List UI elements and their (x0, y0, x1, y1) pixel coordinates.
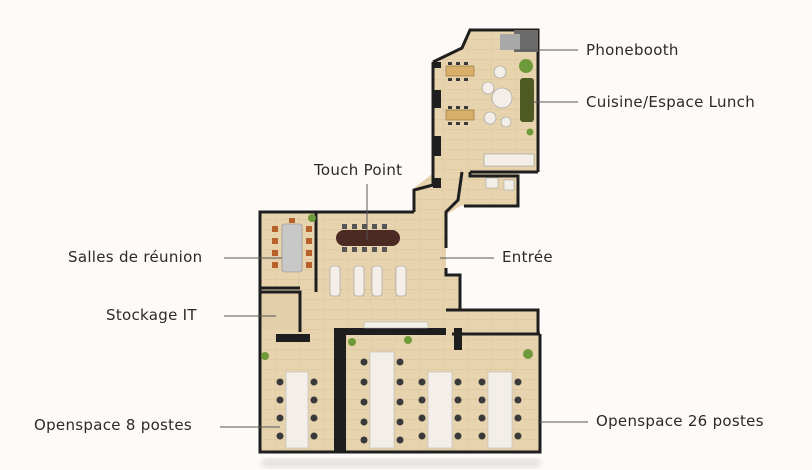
kitchen-counter (483, 153, 535, 167)
label-entree: Entrée (502, 248, 553, 266)
leader-lines (220, 49, 588, 428)
label-salles-de-reunion: Salles de réunion (68, 248, 203, 266)
walls (258, 28, 542, 454)
meeting-room-furniture (272, 214, 407, 297)
phonebooth-cabin (500, 34, 520, 50)
touchpoint-table (336, 230, 400, 246)
plants (261, 128, 534, 360)
openspace-desks (285, 321, 513, 449)
openspace-chairs (276, 358, 522, 444)
plan-shadow (262, 458, 540, 468)
label-openspace-26-postes: Openspace 26 postes (596, 412, 764, 430)
label-openspace-8-postes: Openspace 8 postes (34, 416, 192, 434)
label-stockage-it: Stockage IT (106, 306, 197, 324)
structural-blocks (276, 30, 538, 452)
label-phonebooth: Phonebooth (586, 41, 679, 59)
lunch-sofa (520, 78, 534, 122)
kitchen-furniture (445, 34, 535, 191)
label-cuisine-espace-lunch: Cuisine/Espace Lunch (586, 93, 756, 111)
label-touch-point: Touch Point (314, 161, 403, 179)
plant-icon (519, 59, 533, 73)
